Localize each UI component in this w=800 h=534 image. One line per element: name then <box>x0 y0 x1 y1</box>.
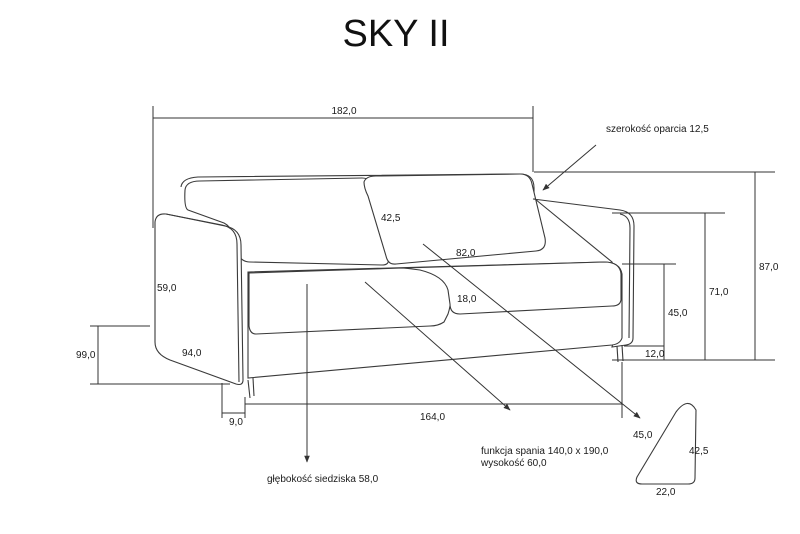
label-sleep-height: wysokość 60,0 <box>480 458 547 469</box>
label-side-height: 42,5 <box>689 446 709 457</box>
back-cushion-right <box>363 173 546 265</box>
leg-front-left-2 <box>252 377 255 397</box>
label-seat-cushion: 18,0 <box>457 294 477 305</box>
label-total-width: 182,0 <box>331 106 356 117</box>
label-leg-height: 12,0 <box>645 349 665 360</box>
label-seat-depth: głębokość siedziska 58,0 <box>267 474 379 485</box>
label-side-base: 22,0 <box>656 487 676 498</box>
dimension-lines <box>90 106 775 463</box>
label-armrest-width: 9,0 <box>229 417 243 428</box>
armrest-left <box>154 213 244 386</box>
armrest-left-piping <box>165 213 240 383</box>
armrest-right-piping <box>619 213 631 339</box>
label-cushion-width: 82,0 <box>456 248 476 259</box>
seat-cushion-left <box>248 267 452 335</box>
leg-right-2 <box>621 344 624 362</box>
leg-front-left <box>247 379 251 399</box>
label-sleep-function: funkcja spania 140,0 x 190,0 <box>481 446 609 457</box>
label-depth: 94,0 <box>182 348 202 359</box>
label-armrest-height: 71,0 <box>709 287 729 298</box>
label-total-height: 87,0 <box>759 262 779 273</box>
label-cushion-height: 42,5 <box>381 213 401 224</box>
label-seat-width: 164,0 <box>420 412 445 423</box>
sofa-drawing <box>154 173 635 399</box>
label-seat-height: 45,0 <box>668 308 688 319</box>
side-profile-shape <box>635 402 697 485</box>
seat-cushion-right <box>403 261 622 315</box>
leg-right <box>616 345 619 363</box>
label-backrest-width: szerokość oparcia 12,5 <box>606 124 709 135</box>
label-depth-total: 99,0 <box>76 350 96 361</box>
label-armrest-depth: 59,0 <box>157 283 177 294</box>
diagram-title: SKY II <box>342 13 449 55</box>
label-side-angle: 45,0 <box>633 430 653 441</box>
